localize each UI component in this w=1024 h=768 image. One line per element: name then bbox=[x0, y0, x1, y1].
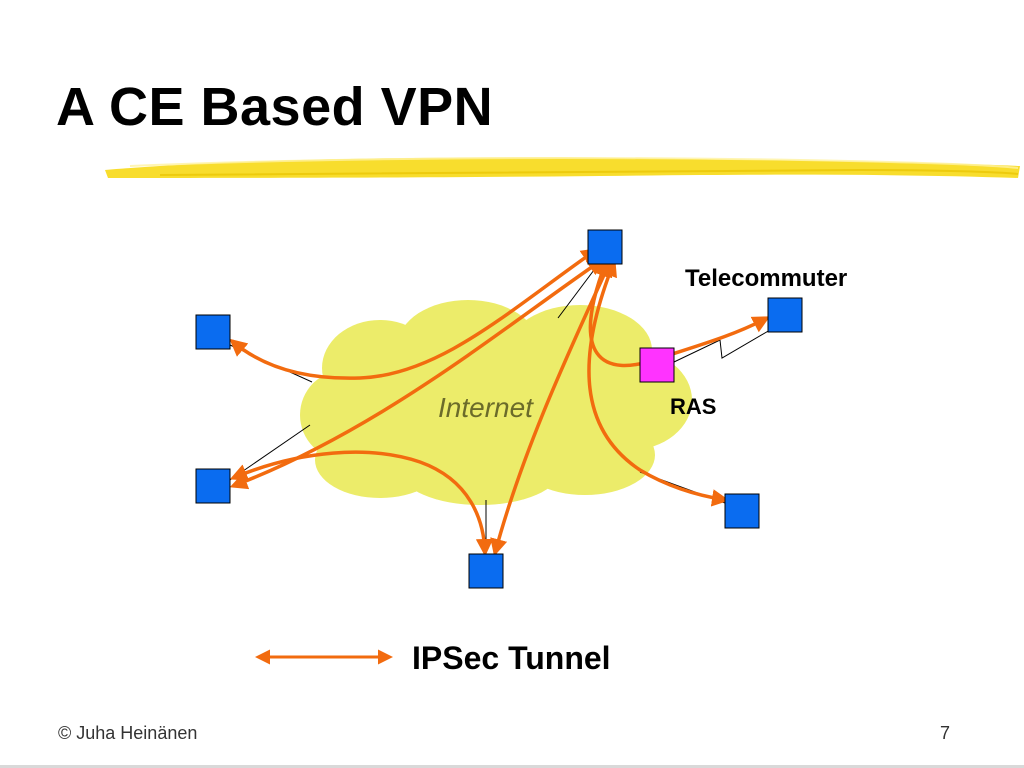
ce-router-left-lower bbox=[195, 468, 231, 504]
tunnel-left-bottom bbox=[229, 450, 494, 557]
footer-divider bbox=[0, 765, 1024, 768]
ce-router-right bbox=[724, 493, 760, 529]
internet-label: Internet bbox=[438, 392, 533, 423]
ce-router-bottom bbox=[468, 553, 504, 589]
slide-title: A CE Based VPN bbox=[56, 77, 494, 137]
ipsec-tunnels bbox=[229, 247, 771, 557]
telecommuter-label: Telecommuter bbox=[685, 265, 848, 292]
footer-author: © Juha Heinänen bbox=[58, 723, 198, 743]
tunnel-top-bottom bbox=[490, 258, 613, 557]
legend-label: IPSec Tunnel bbox=[412, 640, 611, 676]
ce-router-top bbox=[587, 229, 623, 265]
ras-node bbox=[639, 347, 675, 383]
page-number: 7 bbox=[940, 723, 951, 743]
ras-label: RAS bbox=[670, 394, 717, 419]
telecommuter-node bbox=[767, 297, 803, 333]
title-underline bbox=[105, 157, 1020, 178]
ce-router-left-upper bbox=[195, 314, 231, 350]
ce-routers bbox=[195, 229, 803, 589]
